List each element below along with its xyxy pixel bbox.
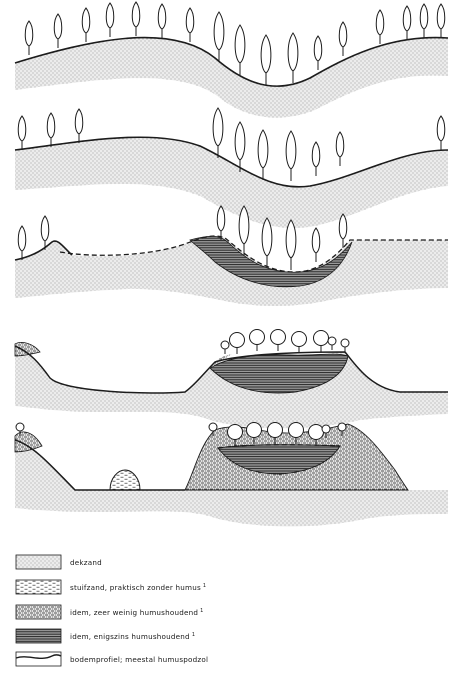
legend-item-dekzand: dekzand (16, 555, 102, 569)
legend-swatch-enigszins-humus (16, 629, 61, 643)
legend-item-bodemprofiel: bodemprofiel; meestal humuspodzol (16, 652, 208, 666)
legend-swatch-bodemprofiel (16, 652, 61, 666)
dekzand-layer (15, 38, 448, 118)
cross-section-panel-5 (15, 423, 448, 527)
cross-section-panel-1 (15, 2, 448, 118)
legend-swatch-stuifzand (16, 580, 61, 594)
legend-label-bodemprofiel: bodemprofiel; meestal humuspodzol (70, 655, 208, 664)
dekzand-layer (15, 137, 448, 228)
cross-section-panel-3 (15, 206, 448, 306)
cross-section-panel-2 (15, 108, 448, 228)
legend-swatch-dekzand (16, 555, 61, 569)
legend-swatch-zeer-weinig-humus (16, 605, 61, 619)
legend: dekzand stuifzand, praktisch zonder humu… (16, 555, 208, 666)
tree-row (221, 330, 349, 355)
legend-label-dekzand: dekzand (70, 558, 102, 567)
stuifzand-mound (110, 470, 140, 490)
tree-row (16, 423, 346, 447)
cross-section-panel-4 (15, 330, 448, 429)
